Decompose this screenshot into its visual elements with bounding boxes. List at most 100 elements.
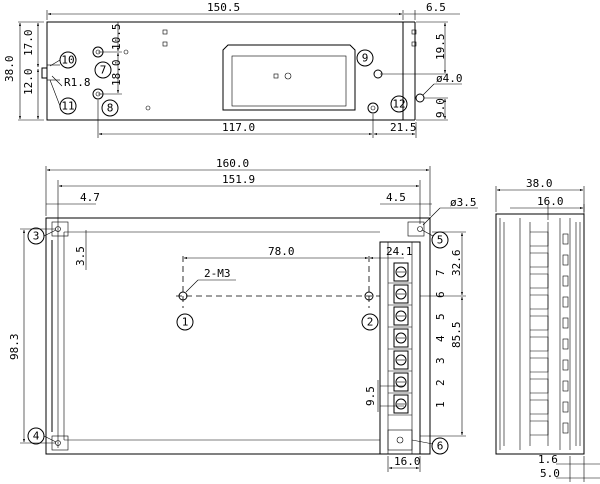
side-slot — [562, 422, 569, 434]
svg-text:7: 7 — [100, 64, 107, 77]
dim-6-5: 6.5 — [426, 1, 446, 14]
dim-3-5-vert: 3.5 — [74, 246, 87, 266]
terminal-screw-6 — [395, 288, 407, 300]
callout-1: 1 — [176, 313, 194, 331]
side-fin — [530, 252, 549, 268]
callout-2: 2 — [361, 313, 379, 331]
side-slot — [562, 359, 569, 371]
callout-8: 8 — [101, 99, 119, 117]
side-fin — [530, 420, 549, 436]
dim-151-9: 151.9 — [222, 173, 255, 186]
terminal-5 — [393, 306, 409, 326]
top-view-outline — [46, 21, 404, 121]
terminal-screw-5 — [395, 310, 407, 322]
dim-hole-4-0: ø4.0 — [436, 72, 463, 85]
side-fin — [530, 336, 549, 352]
callout-9: 9 — [356, 49, 374, 67]
side-view: 38.0 16.0 1.6 5.0 — [495, 177, 600, 482]
terminal-label-2: 2 — [434, 379, 447, 386]
svg-text:2: 2 — [367, 316, 374, 329]
callout-6: 6 — [431, 437, 449, 455]
dim-hole-3-5: ø3.5 — [450, 196, 477, 209]
callout-4: 4 — [27, 427, 45, 445]
side-fin — [530, 294, 549, 310]
callout-10: 10 — [59, 51, 77, 69]
dim-r1-8: R1.8 — [64, 76, 91, 89]
dim-5-0: 5.0 — [540, 467, 560, 480]
svg-text:12: 12 — [392, 98, 405, 111]
svg-text:1: 1 — [182, 316, 189, 329]
dim-2-m3: 2-M3 — [204, 267, 231, 280]
terminal-7 — [393, 262, 409, 282]
callout-11: 11 — [59, 97, 77, 115]
dim-4-7: 4.7 — [80, 191, 100, 204]
terminal-label-4: 4 — [434, 335, 447, 342]
dim-32-6: 32.6 — [450, 250, 463, 277]
svg-text:6: 6 — [437, 440, 444, 453]
svg-text:8: 8 — [107, 102, 114, 115]
side-slot — [562, 380, 569, 392]
terminal-block — [379, 241, 421, 455]
terminal-label-6: 6 — [434, 291, 447, 298]
side-fin — [530, 231, 549, 247]
terminal-4 — [393, 328, 409, 348]
dim-98-3: 98.3 — [8, 334, 21, 361]
side-slot — [562, 317, 569, 329]
dim-1-6: 1.6 — [538, 453, 558, 466]
svg-text:11: 11 — [61, 100, 74, 113]
dim-9-0: 9.0 — [434, 98, 447, 118]
dim-85-5: 85.5 — [450, 322, 463, 349]
top-view: 150.5 6.5 38.0 17.0 12.0 10.5 18.0 R1.8 … — [3, 1, 463, 138]
terminal-screw-4 — [395, 332, 407, 344]
terminal-screw-2 — [395, 376, 407, 388]
side-slot — [562, 254, 569, 266]
terminal-screw-7 — [395, 266, 407, 278]
top-view-window — [222, 44, 356, 111]
callout-7: 7 — [94, 61, 112, 79]
side-slot — [562, 338, 569, 350]
terminal-3 — [393, 350, 409, 370]
front-view: 160.0 151.9 4.7 4.5 ø3.5 3.5 78.0 2-M3 2… — [8, 157, 478, 472]
terminal-screw-3 — [395, 354, 407, 366]
dim-10-5: 10.5 — [110, 24, 123, 51]
svg-text:3: 3 — [33, 230, 40, 243]
callout-5: 5 — [431, 231, 449, 249]
terminal-screw-1 — [395, 398, 407, 410]
dim-38-0-top: 38.0 — [3, 56, 16, 83]
side-fin — [530, 357, 549, 373]
side-fin — [530, 378, 549, 394]
side-fin — [530, 273, 549, 289]
dim-24-1: 24.1 — [386, 245, 413, 258]
dim-18-0: 18.0 — [110, 60, 123, 87]
svg-text:5: 5 — [437, 234, 444, 247]
dim-16-0-bottom: 16.0 — [394, 455, 421, 468]
svg-text:4: 4 — [33, 430, 40, 443]
dim-150-5: 150.5 — [207, 1, 240, 14]
dim-4-5: 4.5 — [386, 191, 406, 204]
dim-21-5: 21.5 — [390, 121, 417, 134]
dim-160-0: 160.0 — [216, 157, 249, 170]
terminal-2 — [393, 372, 409, 392]
callout-3: 3 — [27, 227, 45, 245]
terminal-6 — [393, 284, 409, 304]
dim-117-0: 117.0 — [222, 121, 255, 134]
dim-17-0: 17.0 — [22, 30, 35, 57]
side-slot — [562, 401, 569, 413]
terminal-label-1: 1 — [434, 401, 447, 408]
terminal-1 — [393, 394, 409, 414]
side-fins — [530, 231, 569, 436]
side-view-outline — [495, 213, 585, 455]
front-view-outline — [45, 217, 431, 455]
side-fin — [530, 399, 549, 415]
svg-text:9: 9 — [362, 52, 369, 65]
terminal-label-7: 7 — [434, 269, 447, 276]
dim-78-0: 78.0 — [268, 245, 295, 258]
side-fin — [530, 315, 549, 331]
dim-12-0: 12.0 — [22, 69, 35, 96]
dim-16-0-side: 16.0 — [537, 195, 564, 208]
svg-text:10: 10 — [61, 54, 74, 67]
side-slot — [562, 296, 569, 308]
terminal-label-5: 5 — [434, 313, 447, 320]
